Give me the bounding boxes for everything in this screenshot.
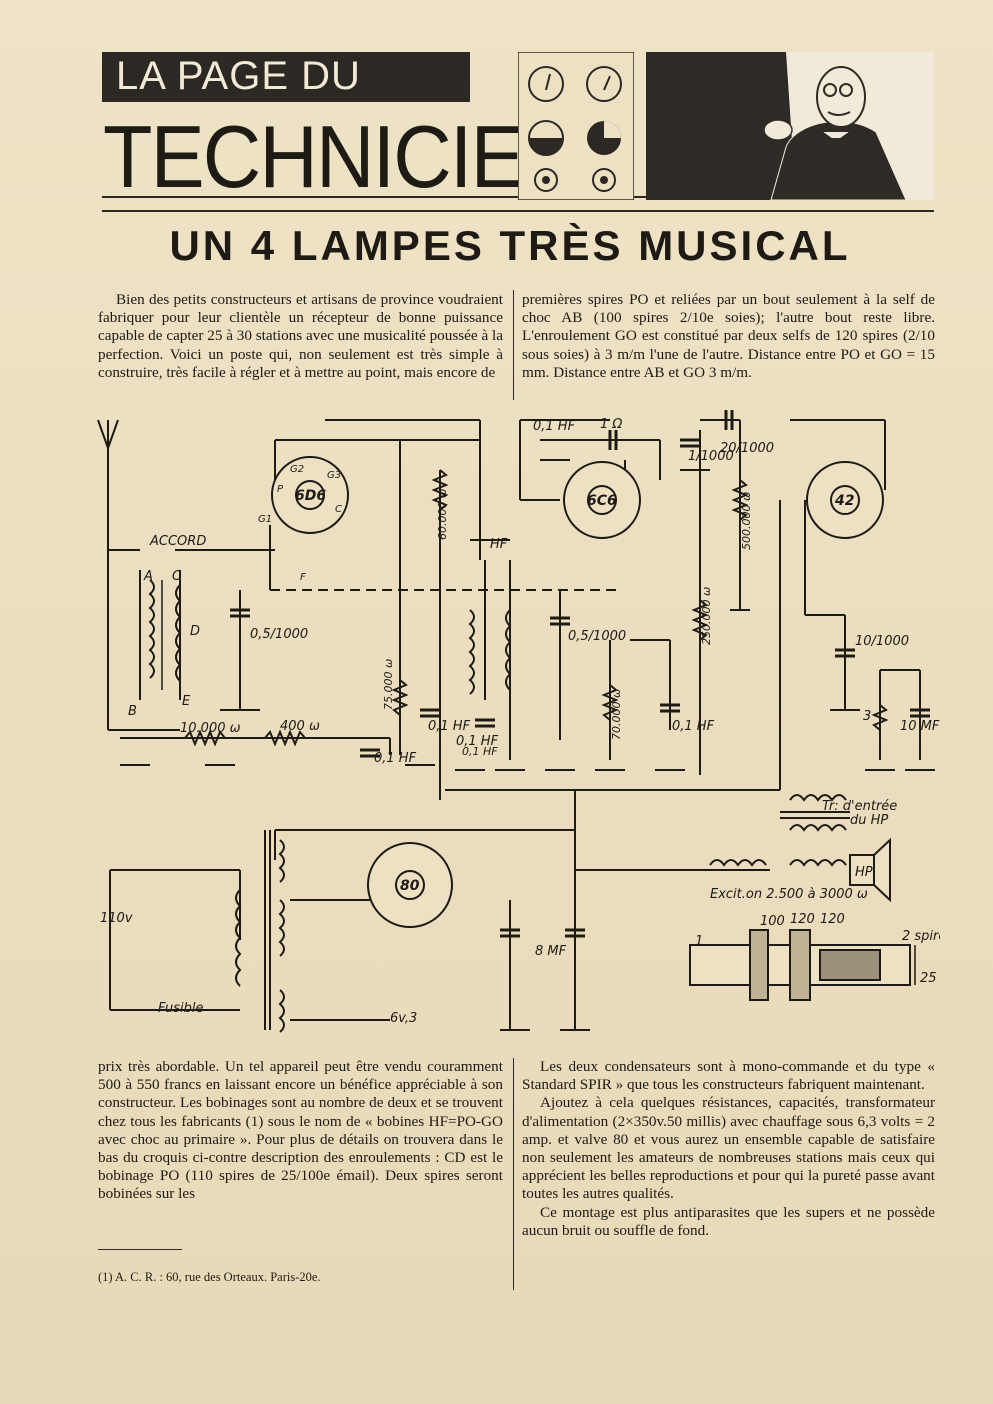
ground-symbols xyxy=(120,459,935,1031)
bottom-left-text: prix très abordable. Un tel appareil peu… xyxy=(98,1058,503,1203)
accord-coil xyxy=(148,579,182,690)
label-tr2: du HP xyxy=(850,813,888,828)
bottom-left-column: prix très abordable. Un tel appareil peu… xyxy=(98,1058,503,1204)
label-b: B xyxy=(128,704,137,719)
label-c10mf: 10 MF xyxy=(900,719,940,734)
resistor-75k xyxy=(391,679,409,716)
label-cv2: 0,5/1000 xyxy=(568,629,626,644)
label-a: A xyxy=(143,569,153,584)
label-c01e: 0,1 HF xyxy=(462,745,498,758)
resistor-500k xyxy=(731,479,749,521)
masthead-banner: LA PAGE DU xyxy=(102,52,470,102)
intro-left-text: Bien des petits constructeurs et artisan… xyxy=(98,291,503,381)
label-one: 1 xyxy=(695,934,703,949)
tube-42 xyxy=(806,461,884,539)
label-hp: HP xyxy=(855,865,873,880)
footnote-rule xyxy=(98,1249,182,1250)
tube-6c6 xyxy=(563,461,641,539)
label-spires: 2 spires xyxy=(902,929,940,944)
article-headline: UN 4 LAMPES TRÈS MUSICAL xyxy=(169,222,851,269)
label-r250k: 250.000 ω xyxy=(700,587,713,645)
resistor-70k xyxy=(601,684,619,721)
tube-label-80: 80 xyxy=(400,878,420,894)
meter-illustration xyxy=(518,52,634,200)
label-110v: 110v xyxy=(100,911,133,926)
label-hf: HF xyxy=(490,537,508,552)
pin-g2: G2 xyxy=(290,464,304,475)
label-fusible: Fusible xyxy=(158,1001,203,1016)
label-r500k: 500.000 ω xyxy=(740,492,753,550)
label-c10: 10/1000 xyxy=(855,634,909,649)
label-r1: 1 Ω xyxy=(600,417,622,432)
label-r3: 3 xyxy=(863,709,871,724)
capacitors xyxy=(230,410,930,938)
tube-80 xyxy=(367,842,453,928)
pin-f: F xyxy=(300,572,306,583)
bottom-right-para-2: Ajoutez à cela quelques résistances, cap… xyxy=(522,1094,935,1203)
tube-label-6c6: 6C6 xyxy=(587,493,617,509)
excitation-coil xyxy=(709,859,847,867)
technician-portrait xyxy=(646,52,934,200)
label-c: C xyxy=(172,569,182,584)
label-n3: 120 xyxy=(820,912,845,927)
resistor-3 xyxy=(871,704,889,731)
bottom-right-column: Les deux condensateurs sont à mono-comma… xyxy=(522,1058,935,1240)
masthead-line1: LA PAGE DU xyxy=(116,54,361,98)
label-63v: 6v,3 xyxy=(390,1011,417,1026)
label-c01b: 0,1 HF xyxy=(428,719,471,734)
label-8mf: 8 MF xyxy=(535,944,567,959)
label-r60k: 60.000 ω xyxy=(436,489,449,540)
label-r400: 400 ω xyxy=(280,719,320,734)
label-n1: 100 xyxy=(760,914,785,929)
label-c01d: 0,1 HF xyxy=(672,719,715,734)
label-excit: Excit.on 2.500 à 3000 ω xyxy=(710,887,868,902)
speaker-icon xyxy=(849,837,891,903)
tube-label-6d6: 6D6 xyxy=(295,488,326,504)
antenna-icon xyxy=(97,419,119,570)
label-r75k: 75.000 ω xyxy=(382,659,395,710)
coil-construction-sketch xyxy=(689,929,916,1001)
label-cv1: 0,5/1000 xyxy=(250,627,308,642)
bottom-right-para-1: Les deux condensateurs sont à mono-comma… xyxy=(522,1058,935,1094)
label-c1000: 1/1000 xyxy=(688,449,734,464)
label-n2: 120 xyxy=(790,912,815,927)
footnote: (1) A. C. R. : 60, rue des Orteaux. Pari… xyxy=(98,1270,321,1284)
label-c01top: 0,1 HF xyxy=(533,419,576,434)
power-transformer xyxy=(235,830,285,1033)
label-c01a: 0,1 HF xyxy=(374,751,417,766)
output-transformer xyxy=(780,794,850,832)
tube-6d6 xyxy=(271,456,349,534)
label-r70k: 70.000 ω xyxy=(610,689,623,740)
hf-coil xyxy=(468,609,512,695)
label-tr: Tr: d'entrée xyxy=(822,799,897,814)
circuit-schematic: ACCORD HF A C D B E 0,5/1000 0,5/1000 10… xyxy=(97,410,940,1033)
resistor-10k xyxy=(184,729,226,747)
resistor-400 xyxy=(264,729,306,747)
label-r10k: 10.000 ω xyxy=(180,721,241,736)
masthead-title: TECHNICIEN xyxy=(103,107,581,206)
resistor-60k xyxy=(431,469,449,511)
label-25: 25 xyxy=(920,971,937,986)
label-accord: ACCORD xyxy=(149,534,206,549)
intro-right-text: premières spires PO et reliées par un bo… xyxy=(522,291,935,381)
column-divider-bottom xyxy=(513,1058,514,1290)
pin-c: C xyxy=(335,504,342,515)
label-d: D xyxy=(190,624,200,639)
intro-right-column: premières spires PO et reliées par un bo… xyxy=(522,291,935,382)
tube-label-42: 42 xyxy=(834,493,854,509)
bottom-right-para-3: Ce montage est plus antiparasites que le… xyxy=(522,1203,935,1239)
label-c20: 20/1000 xyxy=(720,441,774,456)
label-c01c: 0,1 HF xyxy=(456,734,499,749)
pin-p: P xyxy=(277,484,284,495)
masthead-line2: TECHNICIEN xyxy=(103,107,581,206)
pin-g3: G3 xyxy=(327,470,341,481)
label-e: E xyxy=(182,694,191,709)
pin-g1: G1 xyxy=(258,514,272,525)
intro-left-column: Bien des petits constructeurs et artisan… xyxy=(98,291,503,382)
resistor-250k xyxy=(691,599,709,641)
column-divider-top xyxy=(513,290,514,400)
